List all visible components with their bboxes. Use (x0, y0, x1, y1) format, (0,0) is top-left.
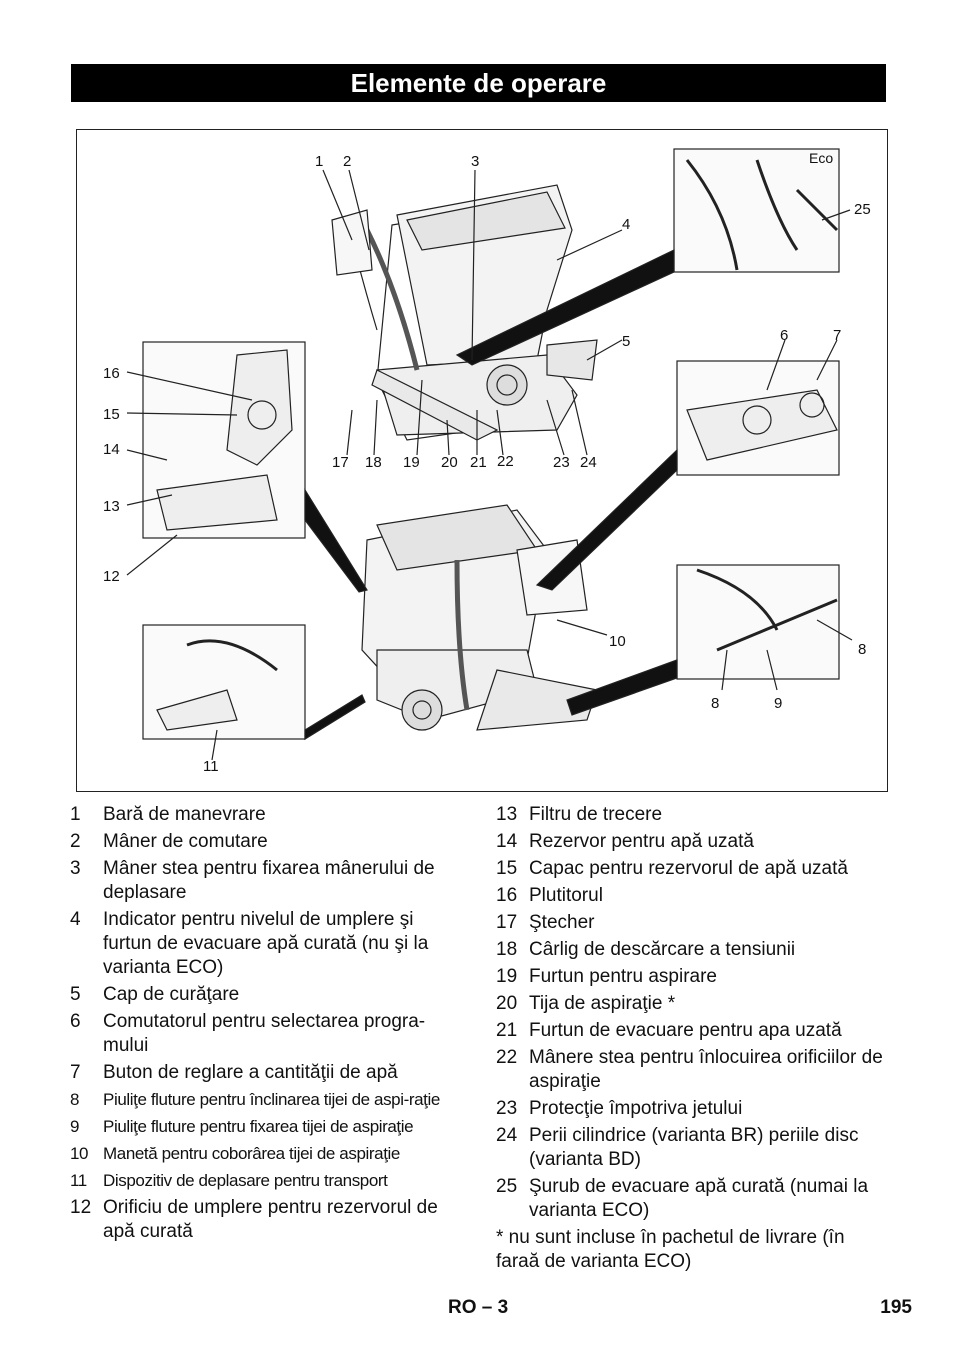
callout-1: 1 (315, 153, 323, 170)
eco-label: Eco (809, 150, 833, 166)
callout-15: 15 (103, 406, 120, 423)
callout-3: 3 (471, 153, 479, 170)
machine-diagram: 1 2 3 4 5 6 7 8 8 9 10 11 12 13 14 15 16… (76, 129, 888, 792)
callout-9: 9 (774, 695, 782, 712)
page-number: 195 (880, 1297, 912, 1318)
callout-10: 10 (609, 633, 626, 650)
callout-21: 21 (470, 454, 487, 471)
callout-25: 25 (854, 201, 871, 218)
callout-17: 17 (332, 454, 349, 471)
callout-22: 22 (497, 453, 514, 470)
callout-23: 23 (553, 454, 570, 471)
callout-20: 20 (441, 454, 458, 471)
footer-language: RO – 3 (448, 1297, 509, 1318)
callout-7: 7 (833, 327, 841, 344)
callout-13: 13 (103, 498, 120, 515)
callout-8a: 8 (858, 641, 866, 658)
callout-6: 6 (780, 327, 788, 344)
callout-14: 14 (103, 441, 120, 458)
page-title: Elemente de operare (71, 64, 886, 102)
callout-4: 4 (622, 216, 630, 233)
callout-16: 16 (103, 365, 120, 382)
callout-12: 12 (103, 568, 120, 585)
callout-8b: 8 (711, 695, 719, 712)
callout-2: 2 (343, 153, 351, 170)
callout-18: 18 (365, 454, 382, 471)
callout-11: 11 (203, 758, 219, 775)
callout-5: 5 (622, 333, 630, 350)
callout-24: 24 (580, 454, 597, 471)
machine-illustration: 1 2 3 4 5 6 7 8 8 9 10 11 12 13 14 15 16… (103, 148, 871, 775)
callout-19: 19 (403, 454, 420, 471)
footnote: * nu sunt incluse în pachetul de livrare… (496, 1227, 845, 1272)
